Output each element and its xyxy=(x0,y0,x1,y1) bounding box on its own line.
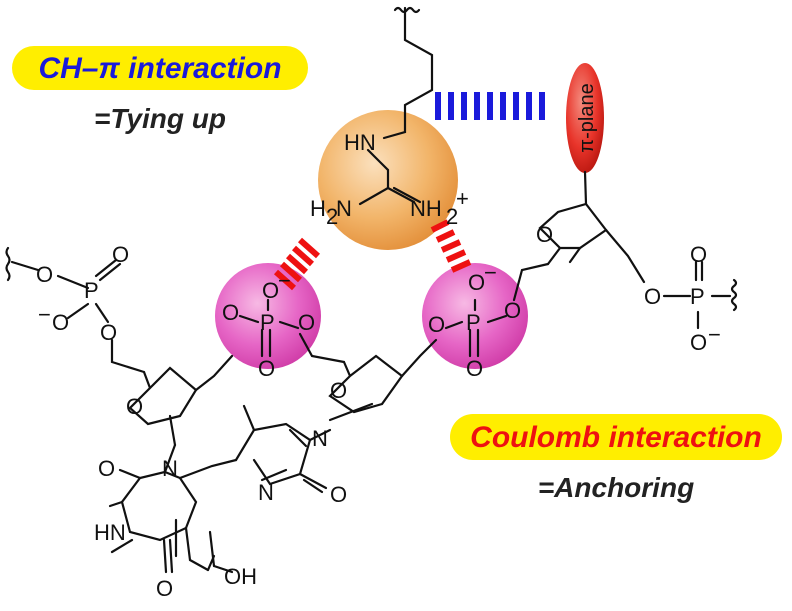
atom-o-ls-left: O xyxy=(222,300,239,325)
atom-n-base-3: N xyxy=(258,480,274,505)
coulomb-bars-right xyxy=(430,219,472,273)
atom-minus-r: − xyxy=(708,322,721,347)
atom-o-ls-bottom: O xyxy=(258,356,275,381)
atom-minus-left: − xyxy=(38,302,51,327)
atom-o-rs-bottom: O xyxy=(466,356,483,381)
coulomb-callout: Coulomb interaction =Anchoring xyxy=(450,414,782,503)
atom-o-base-1: O xyxy=(98,456,115,481)
atom-hn: HN xyxy=(344,130,376,155)
atom-o-sugar-mid: O xyxy=(330,378,347,403)
atom-plus: + xyxy=(456,186,469,211)
atom-nh2-sub: 2 xyxy=(446,204,458,229)
atom-labels: HN H 2 N NH 2 + O P O − O O O O − O P O … xyxy=(36,130,721,601)
atom-n-base-1: N xyxy=(162,456,178,481)
atom-p-ls: P xyxy=(260,310,275,335)
atom-o-sugar-right: O xyxy=(536,222,553,247)
coulomb-callout-bg xyxy=(450,414,782,460)
atom-o-left-3: O xyxy=(52,310,69,335)
atom-o-left-2: O xyxy=(112,242,129,267)
phosphate-sphere-left xyxy=(215,263,321,369)
atom-n-base-2: N xyxy=(312,426,328,451)
atom-h2n-n: N xyxy=(336,196,352,221)
atom-o-rs-left: O xyxy=(428,312,445,337)
atom-hn-base: HN xyxy=(94,520,126,545)
atom-minus-rs: − xyxy=(484,260,497,285)
atom-o-r-2: O xyxy=(690,242,707,267)
atom-nh2plus: NH xyxy=(410,196,442,221)
atom-p-rs: P xyxy=(466,310,481,335)
coulomb-subtitle: =Anchoring xyxy=(538,472,694,503)
bond-skeleton xyxy=(5,6,738,574)
pi-plane-oval xyxy=(566,63,604,173)
atom-o-sugar-left: O xyxy=(126,394,143,419)
coulomb-bars-left xyxy=(274,237,320,291)
atom-o-left-1: O xyxy=(36,262,53,287)
atom-p-r: P xyxy=(690,284,705,309)
atom-o-base-3: O xyxy=(330,482,347,507)
ch-pi-callout-bg xyxy=(12,46,308,90)
atom-o-r-3: O xyxy=(690,330,707,355)
atom-o-left-4: O xyxy=(100,320,117,345)
ch-pi-callout: CH–π interaction =Tying up xyxy=(12,46,308,134)
atom-minus-ls: − xyxy=(278,268,291,293)
atom-h2n-sub: 2 xyxy=(326,204,338,229)
atom-o-base-2: O xyxy=(156,576,173,601)
phosphate-sphere-right xyxy=(422,263,528,369)
ch-pi-subtitle: =Tying up xyxy=(94,103,226,134)
atom-o-ls-top: O xyxy=(262,278,279,303)
ch-pi-bars xyxy=(435,92,545,120)
atom-o-ls-right: O xyxy=(298,310,315,335)
atom-h2n-h: H xyxy=(310,196,326,221)
atom-p-left: P xyxy=(84,278,99,303)
atom-o-r-1: O xyxy=(644,284,661,309)
coulomb-title: Coulomb interaction xyxy=(470,421,762,454)
atom-o-rs-right: O xyxy=(504,298,521,323)
ch-pi-title: CH–π interaction xyxy=(38,52,281,85)
pi-plane-label: π-plane xyxy=(576,83,598,152)
atom-o-rs-top: O xyxy=(468,270,485,295)
atom-oh: OH xyxy=(224,564,257,589)
